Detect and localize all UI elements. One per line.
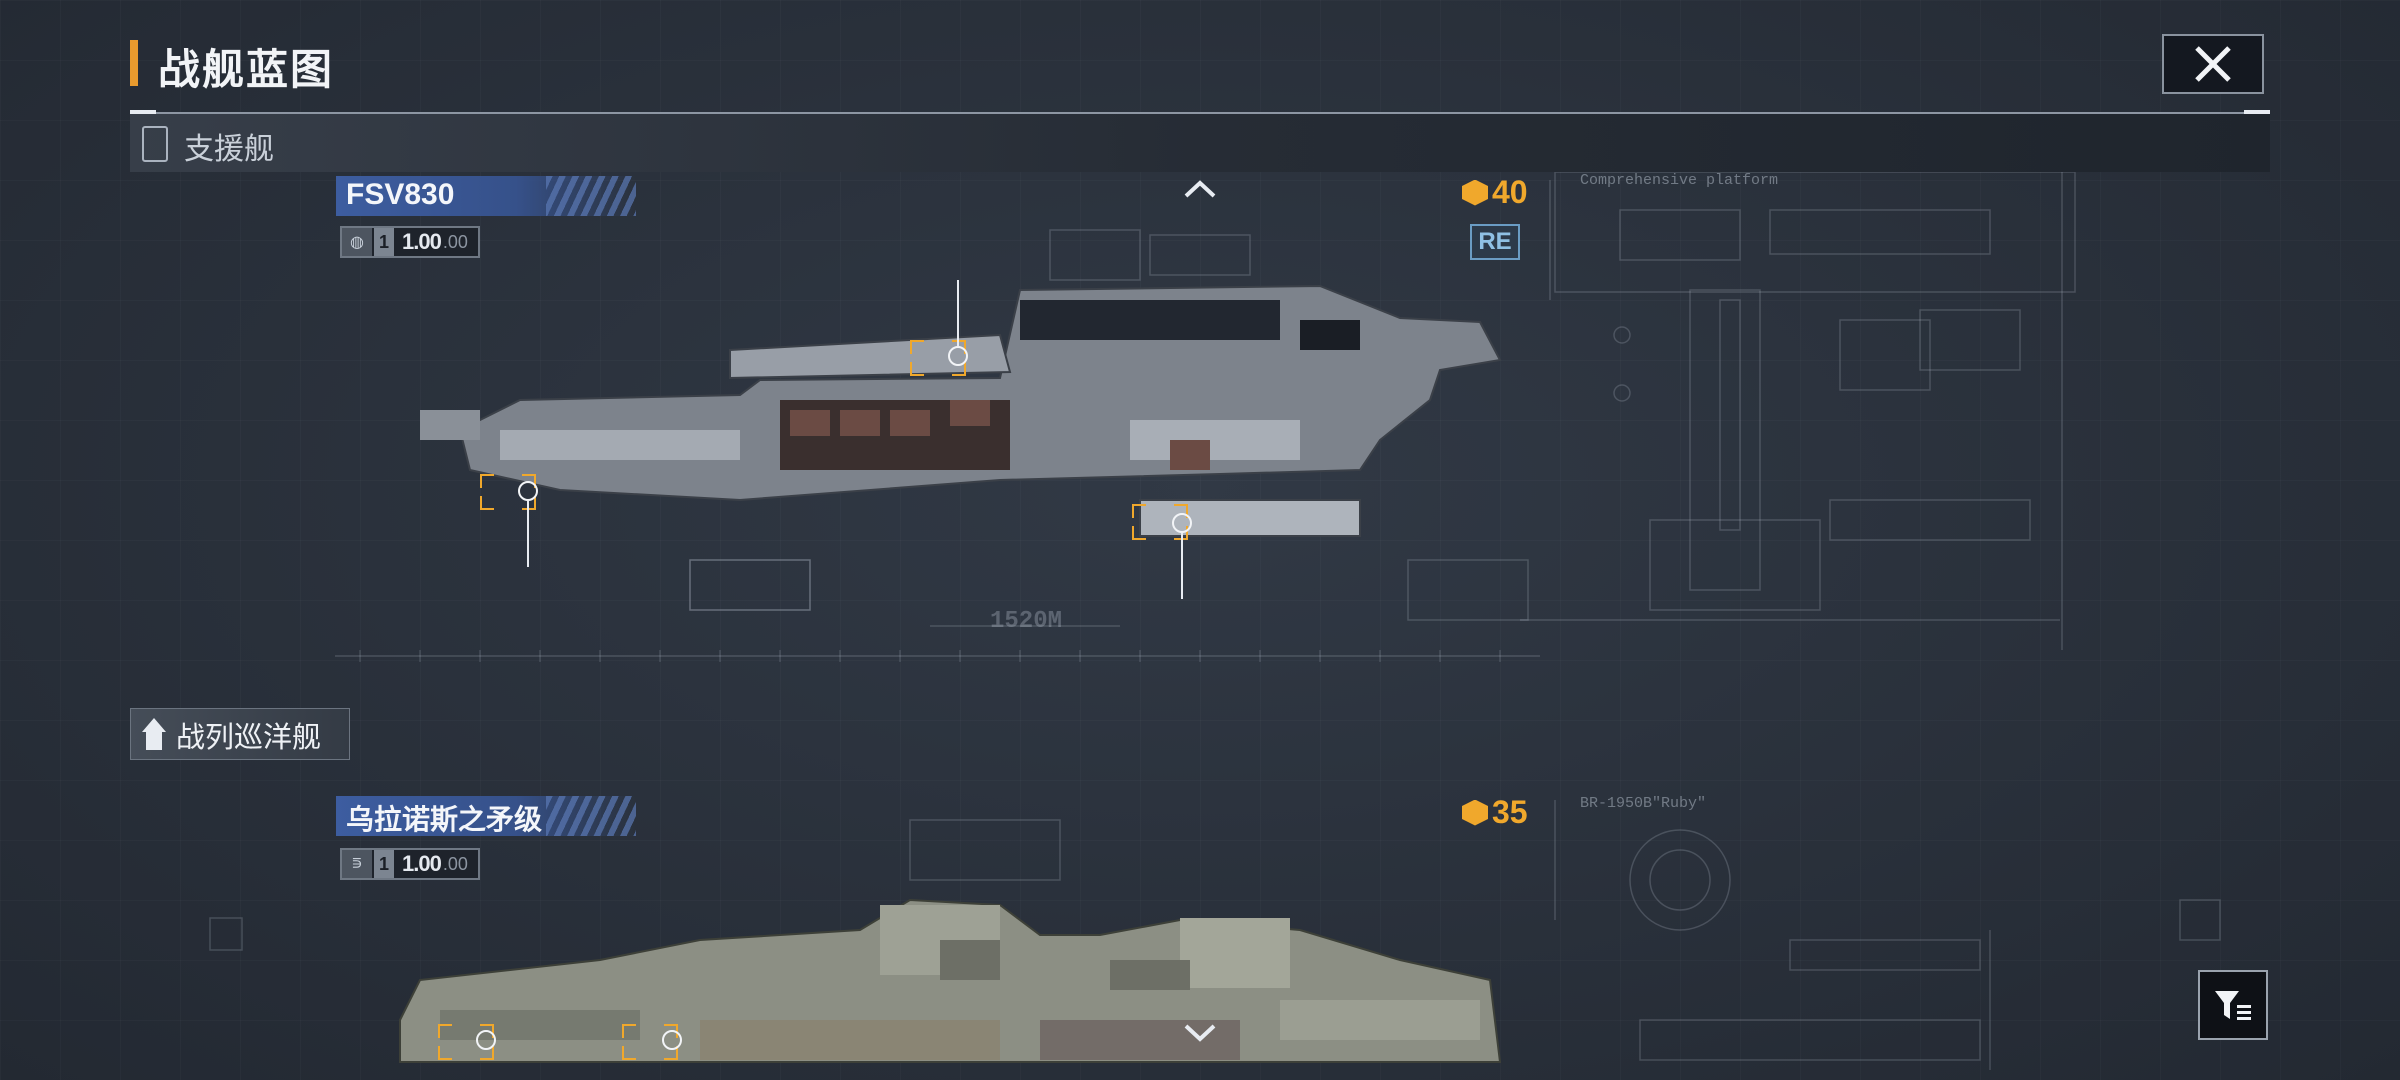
weapon-hotspot[interactable] xyxy=(948,346,968,366)
stat-value: 1.00 xyxy=(402,851,442,876)
cost-value: 40 xyxy=(1492,174,1528,210)
category-label: 战列巡洋舰 xyxy=(176,722,322,754)
stat-level: 1 xyxy=(374,228,394,256)
ship-stat: ◍ 1 1.00 .00 xyxy=(340,226,480,258)
title-accent xyxy=(130,40,138,86)
hotspot-line xyxy=(957,280,959,346)
ship-name: FSV830 xyxy=(346,178,455,211)
blueprint-caption: BR-1950B"Ruby" xyxy=(1580,795,1707,812)
close-button[interactable] xyxy=(2162,34,2264,94)
ship-cost: 35 xyxy=(1462,794,1528,831)
battlecruiser-icon xyxy=(142,718,166,750)
blueprint-caption: Comprehensive platform xyxy=(1580,172,1779,189)
category-label: 支援舰 xyxy=(184,133,274,166)
weapon-target-marker[interactable] xyxy=(480,474,536,510)
stat-level: 1 xyxy=(374,850,394,878)
filter-icon xyxy=(2215,991,2251,1020)
weapon-hotspot[interactable] xyxy=(476,1030,496,1050)
ship-stat: ⋾ 1 1.00 .00 xyxy=(340,848,480,880)
globe-icon: ◍ xyxy=(342,228,372,256)
ship-name-banner[interactable] xyxy=(336,796,636,836)
divider-cap xyxy=(2244,110,2270,114)
stat-value: 1.00 xyxy=(402,229,442,254)
weapon-hotspot[interactable] xyxy=(518,481,538,501)
divider xyxy=(130,112,2270,114)
support-ship-icon xyxy=(142,126,168,162)
hotspot-line xyxy=(1181,533,1183,599)
chevron-down-icon[interactable] xyxy=(1183,1022,1217,1044)
category-header-battlecruiser[interactable] xyxy=(130,708,350,760)
category-header-support[interactable] xyxy=(130,114,2270,172)
hotspot-line xyxy=(527,501,529,567)
weapon-target-marker[interactable] xyxy=(910,340,966,376)
re-badge: RE xyxy=(1470,224,1520,260)
stat-decimals: .00 xyxy=(442,853,468,874)
cost-icon xyxy=(1462,799,1488,826)
page-title: 战舰蓝图 xyxy=(158,46,335,93)
ship-name: 乌拉诺斯之矛级 xyxy=(346,804,543,835)
close-icon xyxy=(2195,46,2231,82)
ship-name-banner[interactable] xyxy=(336,176,636,216)
cost-value: 35 xyxy=(1492,794,1528,830)
weapon-hotspot[interactable] xyxy=(1172,513,1192,533)
cost-icon xyxy=(1462,179,1488,206)
filter-button[interactable] xyxy=(2198,970,2268,1040)
stat-decimals: .00 xyxy=(442,231,468,252)
weapon-hotspot[interactable] xyxy=(662,1030,682,1050)
weapon-target-marker[interactable] xyxy=(438,1024,494,1060)
divider-cap xyxy=(130,110,156,114)
length-label: 1520M xyxy=(990,608,1063,635)
chevron-up-icon[interactable] xyxy=(1183,178,1217,200)
ship-cost: 40 xyxy=(1462,174,1528,211)
faction-icon: ⋾ xyxy=(342,850,372,878)
